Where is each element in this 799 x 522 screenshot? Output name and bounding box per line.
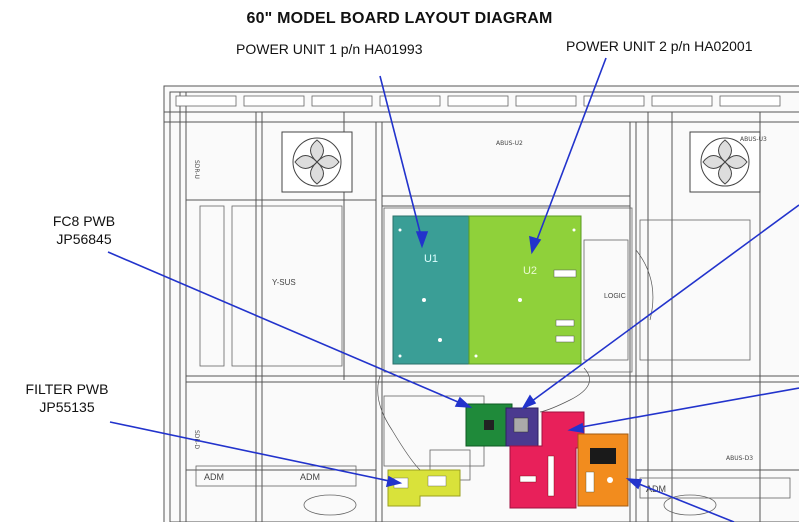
orange-board (577, 433, 629, 507)
arrow-offscreen-2 (575, 387, 799, 429)
logic-board-area (583, 219, 751, 361)
arrow-offscreen-3 (633, 481, 735, 522)
label-y-sus: Y-SUS (272, 278, 296, 287)
red-board (509, 411, 585, 509)
arrow-power-unit-1 (379, 75, 423, 241)
label-sdr-u: SDR-U (193, 160, 200, 179)
bottom-adm-area (195, 465, 791, 499)
arrow-head-offscreen-2 (567, 422, 584, 433)
callout-power-unit-2: POWER UNIT 2 p/n HA02001 (566, 38, 753, 54)
label-adm-left: ADM (204, 472, 224, 482)
power-unit-bay (383, 207, 633, 373)
callout-fc8-pwb: FC8 PWB JP56845 (34, 212, 134, 248)
callout-power-unit-1: POWER UNIT 1 p/n HA01993 (236, 41, 423, 57)
diagram-title: 60" MODEL BOARD LAYOUT DIAGRAM (246, 10, 553, 27)
label-adm-right: ADM (646, 484, 666, 494)
fan-left (281, 131, 353, 193)
arrow-head-power-unit-2 (529, 235, 542, 255)
y-sus-region (199, 205, 343, 367)
filter-name: FILTER PWB (25, 381, 109, 397)
arrow-offscreen-1 (527, 204, 799, 405)
label-abus-u3: ABUS-U3 (740, 136, 767, 143)
callout-filter-pwb: FILTER PWB JP55135 (12, 380, 122, 416)
power-unit-1-board (392, 215, 470, 365)
arrow-fc8 (107, 251, 466, 406)
label-abus-d3: ABUS-D3 (726, 455, 753, 462)
fan-right (689, 131, 761, 193)
arrow-head-offscreen-3 (625, 478, 643, 490)
label-abus-u2: ABUS-U2 (496, 140, 523, 147)
arrow-head-offscreen-1 (521, 394, 537, 410)
fc8-name: FC8 PWB (52, 213, 116, 229)
label-logic: LOGIC (604, 293, 626, 300)
fc8-part: JP56845 (56, 231, 112, 247)
label-u2: U2 (523, 265, 537, 277)
filter-part: JP55135 (39, 399, 95, 415)
arrow-head-fc8 (454, 396, 473, 408)
arrow-filter (109, 421, 395, 483)
orange-board-chip (590, 448, 616, 464)
arrow-head-power-unit-1 (415, 231, 429, 249)
fc8-chip (484, 420, 494, 430)
top-connector-strip (175, 95, 781, 107)
callout-arrows (107, 57, 799, 522)
arrow-power-unit-2 (534, 57, 607, 246)
arrow-head-filter (385, 475, 403, 488)
label-u1: U1 (424, 253, 438, 265)
label-adm-mid: ADM (300, 472, 320, 482)
